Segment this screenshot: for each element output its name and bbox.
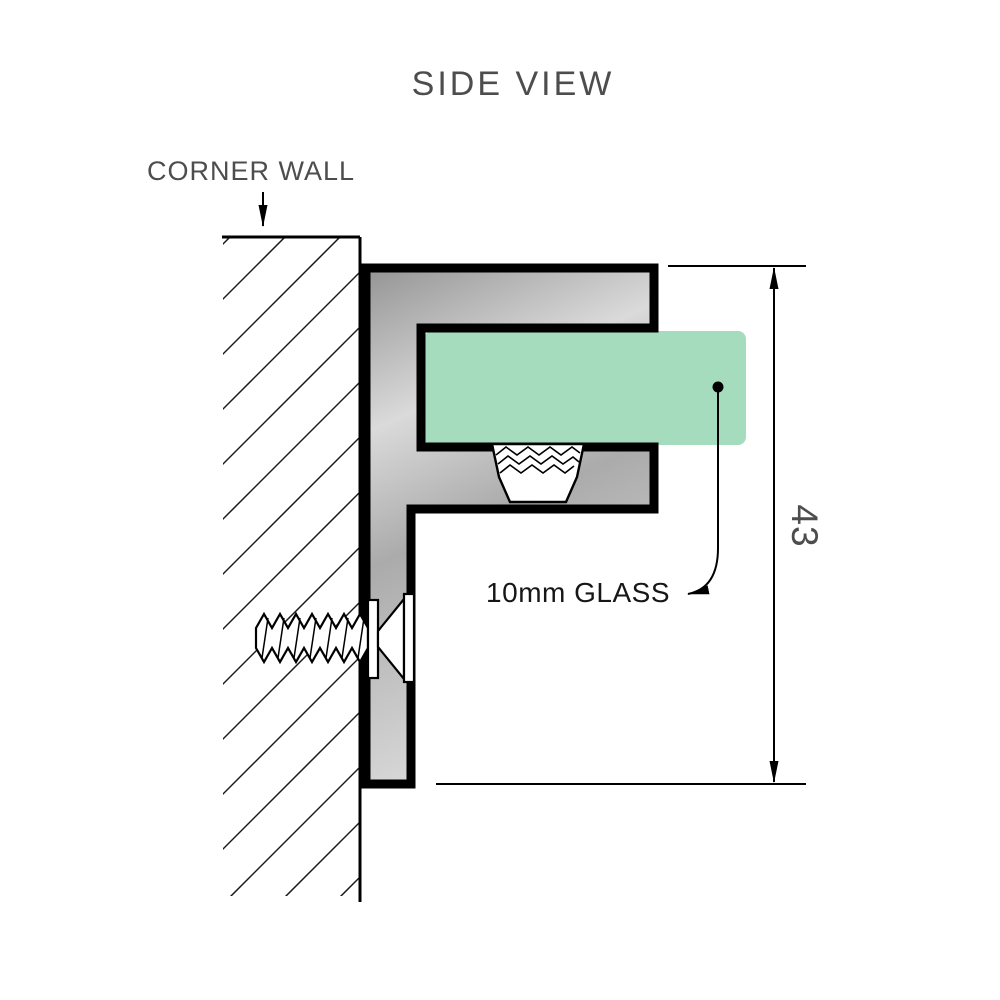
wall-hatching: [223, 238, 359, 896]
corner-wall-callout: CORNER WALL: [147, 156, 355, 227]
screw-helix-lines: [261, 617, 365, 659]
grub-screw-thread: [497, 454, 580, 465]
screw-collar: [366, 598, 380, 680]
corner-wall-label: CORNER WALL: [147, 156, 355, 186]
dimension-value: 43: [784, 504, 825, 547]
glass-panel: [424, 331, 746, 445]
glass-leader-dot: [712, 381, 724, 393]
glass-label: 10mm GLASS: [486, 577, 670, 608]
screw-thread-silhouette: [254, 611, 370, 665]
grub-screw-thread: [495, 445, 581, 456]
wall-screw: [254, 592, 416, 684]
grub-screw-thread: [499, 463, 575, 475]
page-title: SIDE VIEW: [412, 65, 615, 103]
glass-leader-line: [687, 392, 719, 595]
bracket-profile: [361, 263, 659, 789]
dimension-43: 43: [436, 265, 825, 785]
wall-section: [222, 235, 362, 902]
glass-callout: 10mm GLASS: [486, 381, 724, 608]
grub-screw: [490, 442, 586, 504]
screw-head-face: [402, 592, 416, 684]
